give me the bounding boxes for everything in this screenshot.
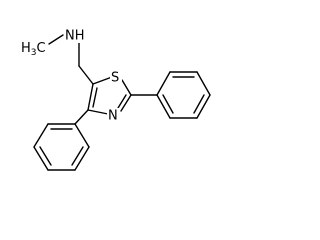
ring-right-bond-6 [156,94,171,119]
bond-c4-c5 [87,83,94,111]
ring-bottom-double-3 [71,146,84,166]
methyl-h: H [21,41,31,56]
bond-c5-s1 [92,76,113,85]
methyl-label: H3C [21,41,46,58]
chemical-structure: H3C NH S N [21,28,211,171]
nitrogen-label: N [108,109,118,124]
bond-methyl-nh [48,34,64,45]
bond-c2-n3 [120,94,132,112]
amine-label: NH [65,29,85,44]
amine-label-bg [64,28,86,43]
ring-right-bond-1 [156,71,171,96]
ring-right-double-3 [162,94,174,114]
methyl-subscript: 3 [31,48,37,58]
ring-right-bond-3 [196,71,211,96]
sulfur-label-bg [110,70,122,85]
ring-bottom-bond-6 [74,123,90,148]
bond-s1-c2 [121,79,132,96]
nitrogen-label-bg [107,108,120,123]
ring-bottom-bond-3 [33,146,49,171]
bond-c4-phenyl [74,109,89,125]
bond-n3-c4 [87,109,109,115]
ring-bottom-double-2 [39,146,52,166]
sulfur-label: S [111,71,119,86]
bond-c2-n3-double [117,94,127,109]
methyl-c: C [37,41,46,56]
ring-right-double-2 [193,94,205,114]
ring-bottom-bond-5 [74,146,90,171]
ring-right-bond-4 [196,94,211,119]
bond-ch2-c5 [78,65,94,85]
bond-c4-c5-double [92,87,98,108]
ring-bottom-bond-2 [33,123,49,148]
